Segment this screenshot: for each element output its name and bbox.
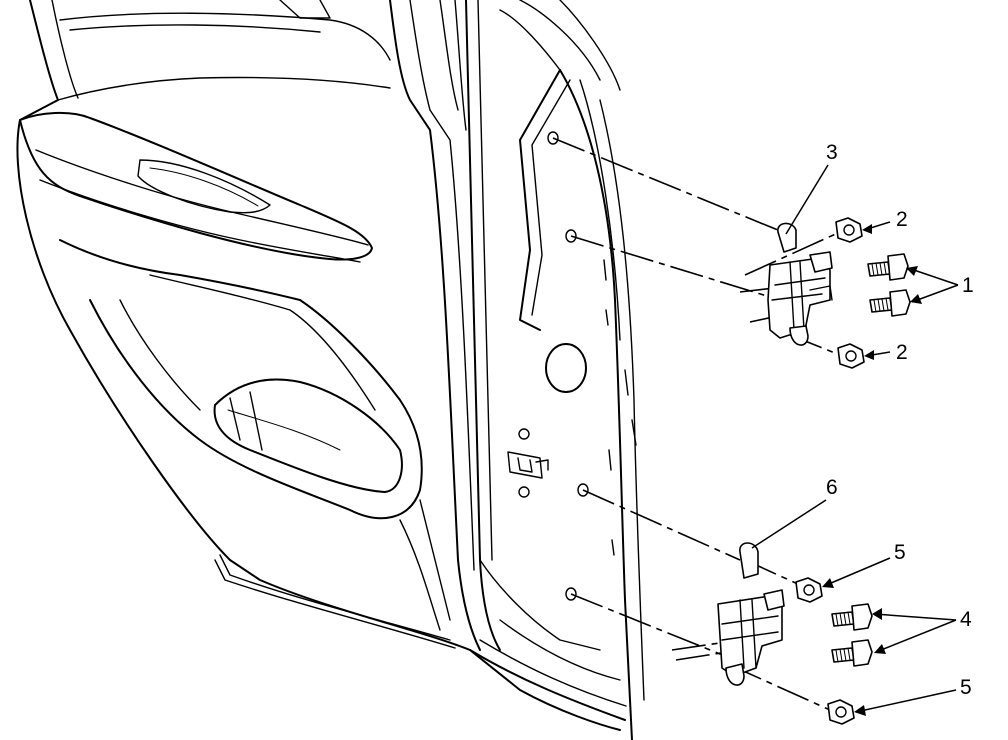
fasteners [795, 217, 911, 725]
leader-lines [751, 164, 959, 716]
bolt-upper-b [869, 289, 911, 317]
callout-6: 6 [826, 476, 838, 499]
nut-lower-top [795, 577, 823, 603]
callout-1: 1 [962, 274, 974, 297]
nut-upper-top [835, 217, 863, 243]
nut-upper-bottom [837, 343, 865, 369]
door-trim-panel [16, 0, 621, 731]
callout-5-bottom: 5 [960, 676, 972, 699]
bolt-upper-a [867, 253, 909, 281]
lower-hinge [717, 542, 785, 686]
callouts: 3 2 1 2 6 5 4 5 [826, 141, 974, 699]
nut-lower-bottom [827, 699, 855, 725]
callout-5-top: 5 [894, 541, 906, 564]
alignment-lines [552, 137, 841, 711]
door-frame [389, 0, 645, 740]
bolt-lower-b [831, 639, 873, 667]
callout-4: 4 [960, 608, 972, 631]
callout-3: 3 [826, 141, 838, 164]
callout-2-top: 2 [896, 208, 908, 231]
latch-assembly [507, 428, 549, 498]
bolt-lower-a [831, 603, 873, 631]
upper-hinge [767, 222, 833, 346]
callout-2-bottom: 2 [896, 341, 908, 364]
